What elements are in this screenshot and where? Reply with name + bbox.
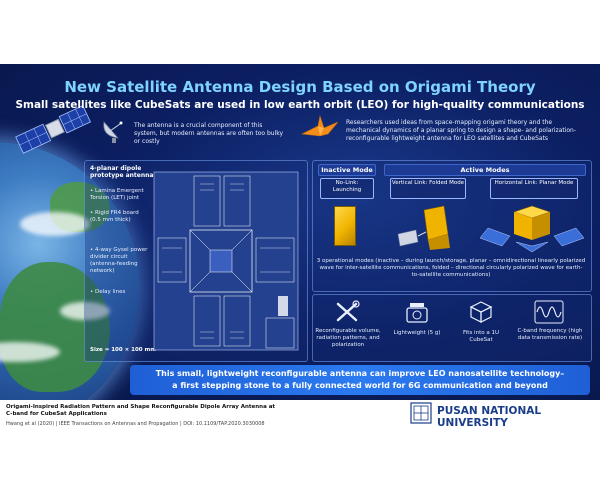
banner-line-1: This small, lightweight reconfigurable a… — [155, 369, 565, 378]
institution-name: PUSAN NATIONAL UNIVERSITY — [437, 405, 542, 429]
prototype-heading: 4-planar dipole prototype antenna — [90, 165, 154, 179]
prototype-size: Size = 100 × 100 mm² — [90, 347, 159, 353]
prototype-bullet-fr4-board: Rigid FR4 board (0.5 mm thick) — [90, 210, 148, 224]
prototype-bullet-power-divider: 4-way Gysel power divider circuit (anten… — [90, 247, 150, 275]
feature-fits-1u: Fits into a 1U CubeSat — [463, 330, 499, 343]
feature-c-band: C-band frequency (high data transmission… — [517, 328, 583, 341]
earth-cloud — [0, 342, 60, 362]
prototype-bullet-delay-lines: Delay lines — [90, 289, 150, 296]
satellite-icon — [15, 105, 91, 154]
tools-icon — [336, 300, 360, 322]
antenna-pcb-diagram — [153, 171, 299, 351]
satellite-dish-icon — [103, 121, 123, 143]
mode-vertical-link: Vertical Link: Folded Mode — [390, 178, 466, 199]
earth-landmass — [0, 262, 110, 392]
modes-description: 3 operational modes (inactive – during l… — [316, 258, 586, 278]
earth-cloud — [20, 212, 90, 236]
poster-subtitle: Small satellites like CubeSats are used … — [15, 99, 585, 111]
cube-icon — [469, 301, 493, 323]
mode-horizontal-link: Horizontal Link: Planar Mode — [490, 178, 578, 199]
mode-no-link: No-Link: Launching — [320, 178, 374, 199]
scale-icon — [406, 303, 428, 323]
origami-crane-icon — [300, 114, 339, 137]
prototype-bullet-let-joint: Lamina Emergent Torsion (LET) joint — [90, 188, 150, 202]
cubesat-inactive — [334, 206, 356, 246]
intro-left-text: The antenna is a crucial component of th… — [134, 122, 284, 145]
intro-right-text: Researchers used ideas from space-mappin… — [346, 119, 577, 142]
inactive-mode-header: Inactive Mode — [318, 164, 376, 176]
feature-reconfigurable: Reconfigurable volume, radiation pattern… — [315, 328, 381, 348]
feature-lightweight: Lightweight (5 g) — [393, 330, 441, 336]
active-modes-header: Active Modes — [384, 164, 586, 176]
wave-icon — [534, 300, 564, 324]
earth-cloud — [60, 302, 110, 320]
university-logo — [410, 402, 432, 424]
citation-meta: Hwang et al (2020) | IEEE Transactions o… — [6, 421, 265, 427]
conclusion-banner — [130, 365, 590, 395]
citation-title: Origami-Inspired Radiation Pattern and S… — [6, 404, 276, 417]
cubesat-planar-illustration — [480, 205, 584, 253]
cubesat-folded-illustration — [397, 205, 450, 250]
poster-title: New Satellite Antenna Design Based on Or… — [64, 78, 536, 96]
banner-line-2: a first stepping stone to a fully connec… — [172, 381, 548, 390]
infographic-poster: New Satellite Antenna Design Based on Or… — [0, 64, 600, 400]
